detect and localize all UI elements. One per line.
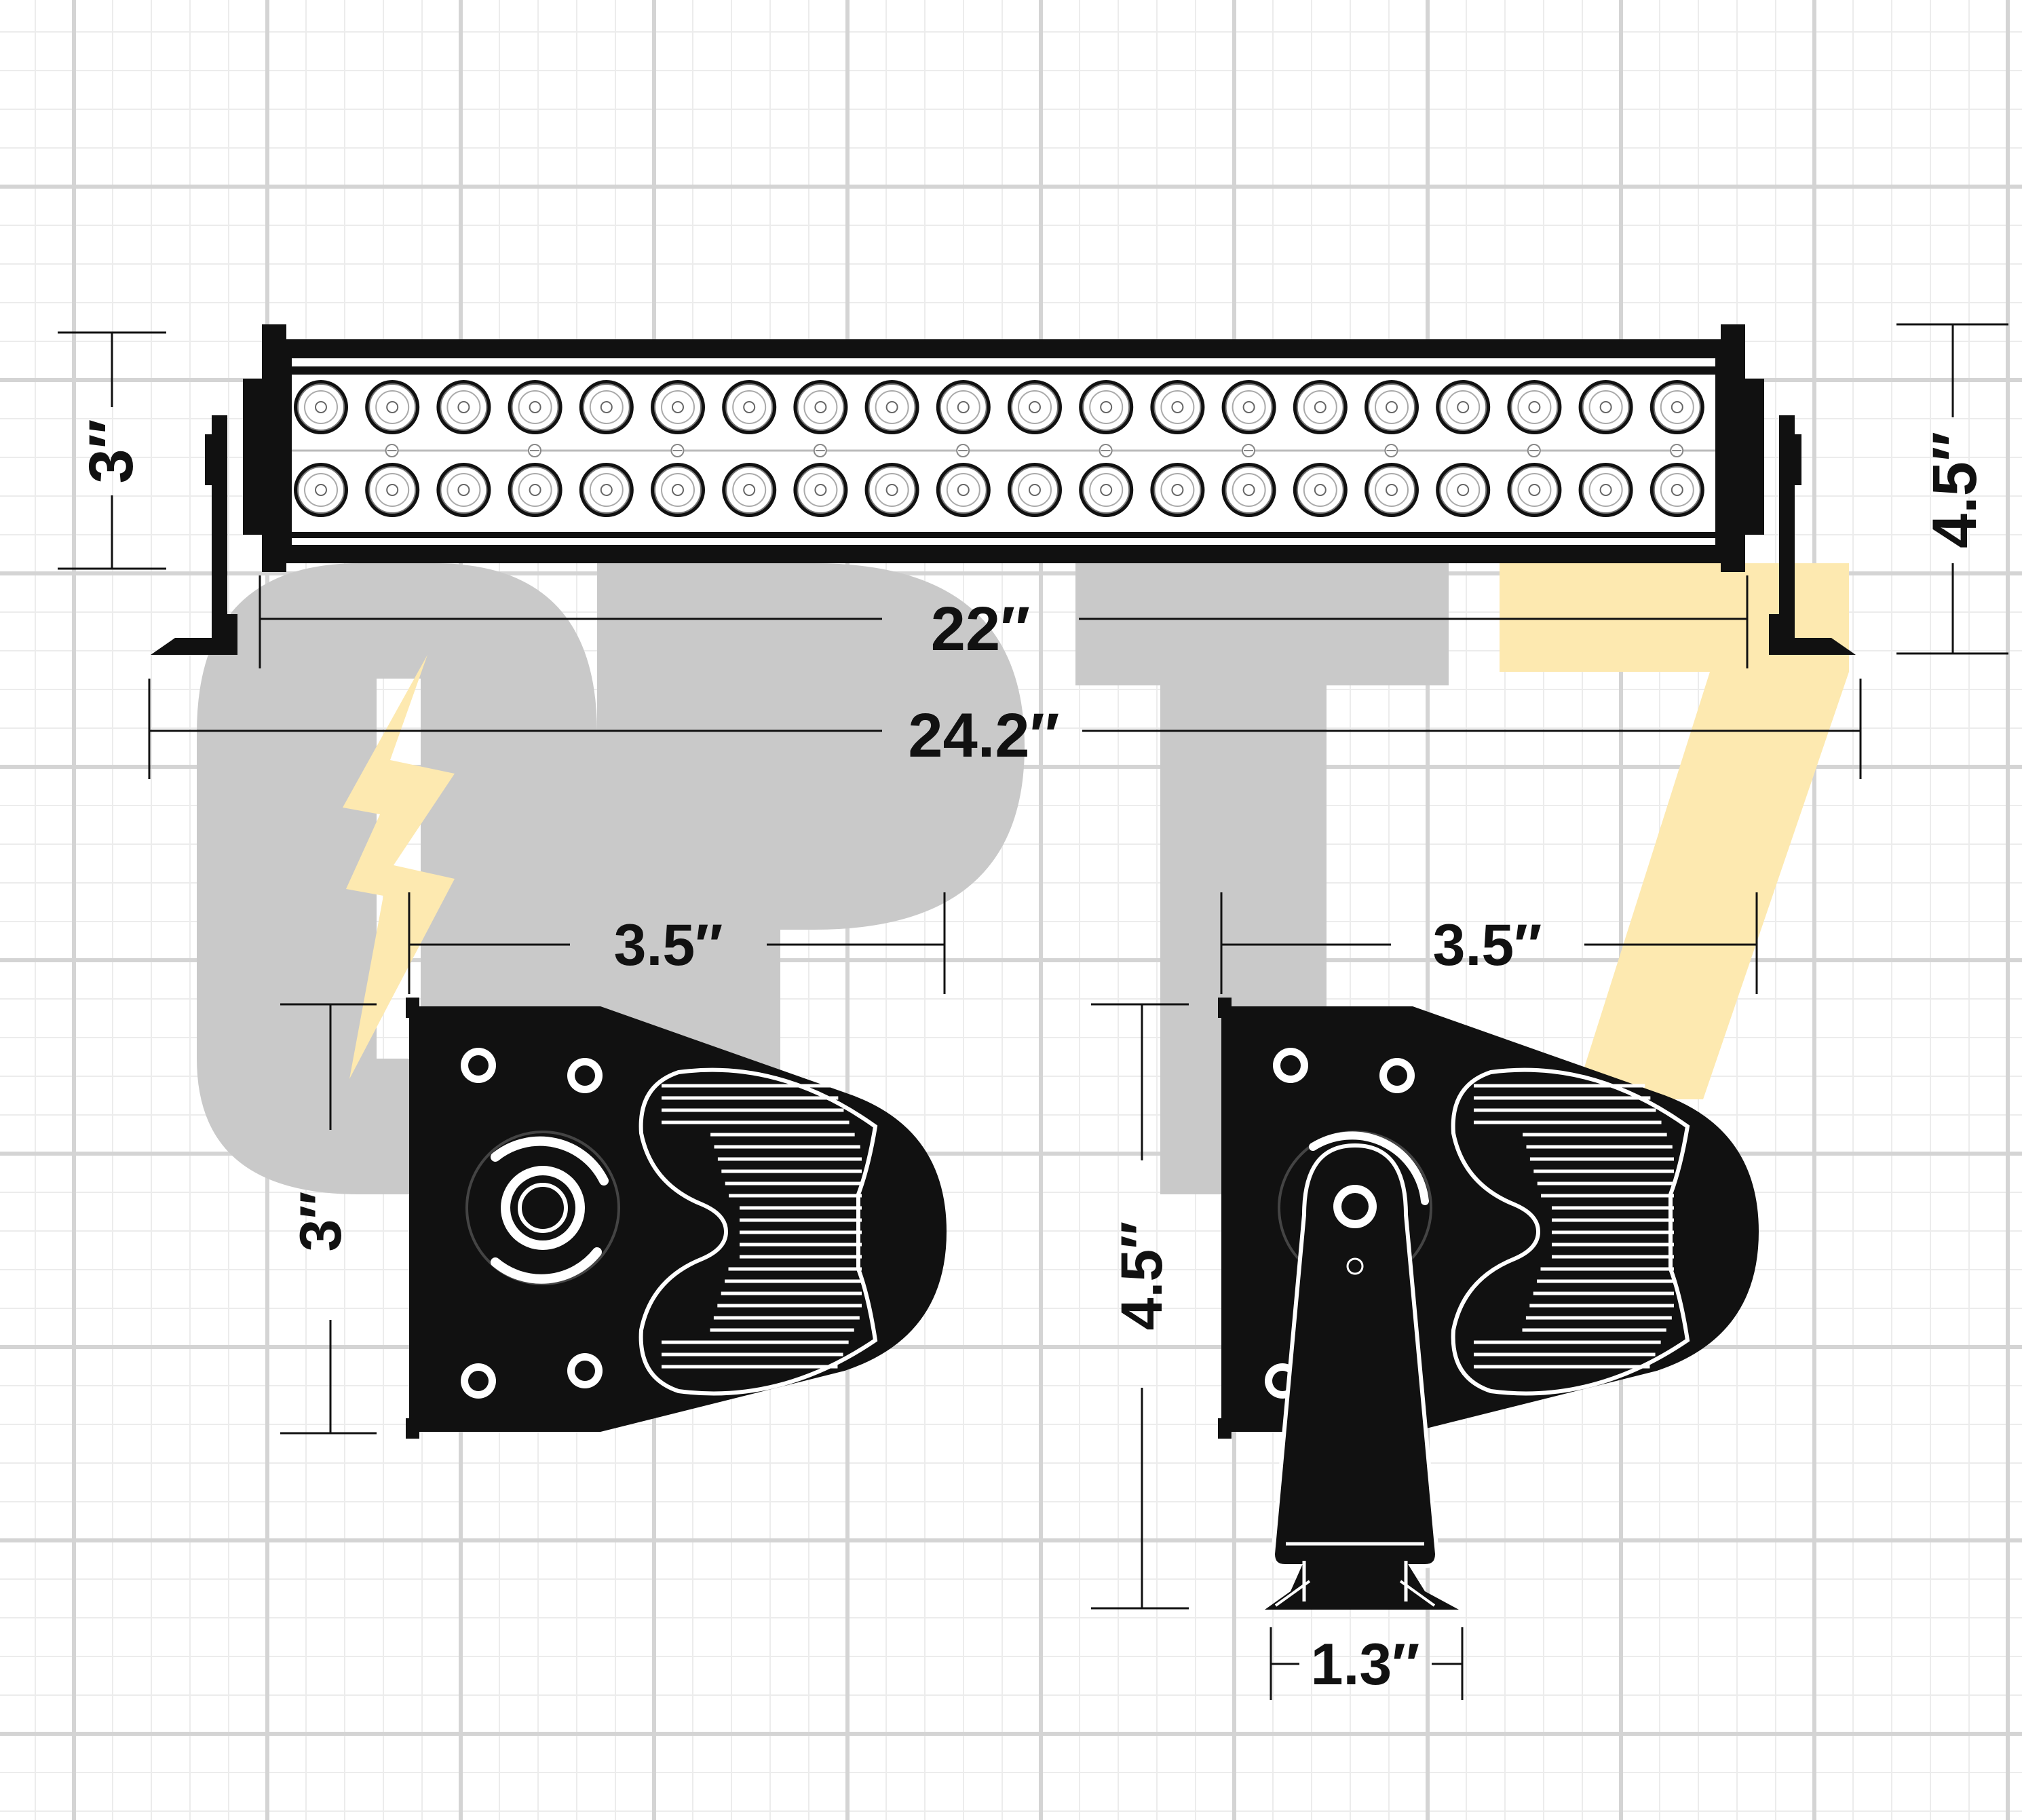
led-lens-icon	[365, 463, 420, 517]
led-lens-icon	[1436, 380, 1491, 434]
lightning-bolt-icon	[343, 655, 455, 1079]
led-lens-icon	[1649, 463, 1704, 517]
led-lens-icon	[1578, 380, 1633, 434]
watermark-letter-p	[597, 563, 1025, 1194]
lens-screw-icon	[385, 444, 399, 457]
side-housing-left	[409, 1006, 947, 1432]
dim-bar-height-left: 3″	[77, 419, 146, 483]
led-lens-icon	[722, 463, 777, 517]
mounting-bracket	[1270, 1143, 1440, 1568]
dim-bar-total-width: 24.2″	[908, 701, 1059, 770]
led-lens-icon	[1221, 380, 1276, 434]
led-lens-icon	[294, 380, 348, 434]
dim-left-side-width: 3.5″	[614, 913, 723, 978]
led-lens-icon	[365, 380, 420, 434]
lens-screw-icon	[956, 444, 970, 457]
led-lens-icon	[651, 380, 705, 434]
heat-sink-fins-icon	[638, 1067, 878, 1396]
lens-screw-icon	[813, 444, 827, 457]
led-lens-icon	[1365, 463, 1419, 517]
led-lens-icon	[1079, 380, 1134, 434]
led-lens-icon	[1008, 380, 1062, 434]
left-mount-bracket	[151, 415, 237, 655]
led-lens-icon	[1150, 463, 1205, 517]
led-lens-icon	[1221, 463, 1276, 517]
led-lens-icon	[579, 380, 634, 434]
led-lens-icon	[722, 380, 777, 434]
lens-panel	[292, 375, 1715, 532]
led-array	[294, 380, 1704, 517]
led-lens-icon	[1293, 463, 1348, 517]
dim-bar-inner-width: 22″	[931, 594, 1030, 664]
led-lens-icon	[1507, 380, 1562, 434]
led-lens-icon	[1293, 380, 1348, 434]
dim-left-side-height: 3″	[288, 1191, 354, 1251]
lens-screw-icon	[670, 444, 685, 457]
led-lens-icon	[1436, 463, 1491, 517]
led-lens-icon	[1578, 463, 1633, 517]
lens-screw-icon	[1527, 444, 1541, 457]
mounting-hole-icon	[461, 1048, 603, 1399]
side-view-left	[406, 998, 947, 1439]
bracket-foot	[1265, 1561, 1459, 1610]
led-lens-icon	[1150, 380, 1205, 434]
heat-sink-fins-icon	[1451, 1067, 1690, 1396]
lens-screw-icon	[1242, 444, 1255, 457]
lens-screw-icon	[1384, 444, 1398, 457]
led-lens-icon	[864, 380, 919, 434]
led-lens-icon	[436, 380, 491, 434]
lens-screw-icon	[1670, 444, 1684, 457]
led-lens-icon	[936, 380, 991, 434]
led-lens-icon	[579, 463, 634, 517]
led-lens-icon	[651, 463, 705, 517]
led-lens-icon	[793, 463, 848, 517]
lens-screw-icon	[1099, 444, 1113, 457]
dim-bar-height-right: 4.5″	[1920, 432, 1989, 548]
watermark-number-7	[1500, 563, 1849, 1099]
led-lens-icon	[1079, 463, 1134, 517]
dim-right-side-height: 4.5″	[1109, 1221, 1175, 1331]
dimension-lines	[58, 323, 2008, 1700]
dimension-labels: 3″ 4.5″ 22″ 24.2″ 3.5″ 3″ 3.5″ 4.5″ 1.3″	[77, 419, 1989, 1697]
led-lens-icon	[1507, 463, 1562, 517]
led-lens-icon	[793, 380, 848, 434]
led-lens-icon	[294, 463, 348, 517]
watermark-letter-t	[1075, 563, 1449, 1194]
led-lens-icon	[1649, 380, 1704, 434]
led-lens-icon	[1365, 380, 1419, 434]
dim-bracket-width: 1.3″	[1311, 1632, 1420, 1697]
dim-right-side-width: 3.5″	[1433, 913, 1542, 978]
led-lens-icon	[436, 463, 491, 517]
side-view-right	[1218, 998, 1759, 1610]
led-lens-icon	[508, 463, 562, 517]
led-lens-icon	[1008, 463, 1062, 517]
led-lens-icon	[864, 463, 919, 517]
led-lens-icon	[936, 463, 991, 517]
right-mount-bracket	[1769, 415, 1856, 655]
pivot-knob-icon	[465, 1131, 620, 1285]
led-lens-icon	[508, 380, 562, 434]
light-bar-front-view	[151, 324, 1856, 655]
lens-screw-icon	[528, 444, 541, 457]
